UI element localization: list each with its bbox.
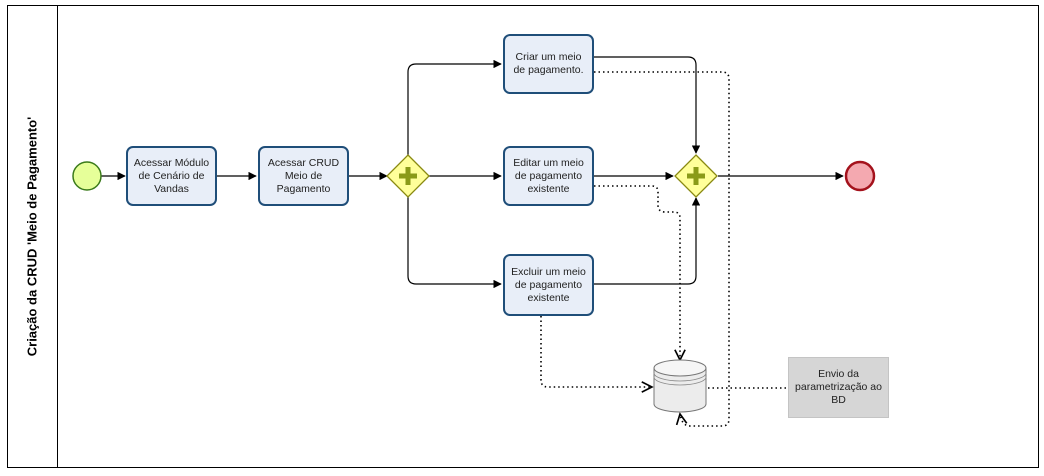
pool-frame [7,5,1039,468]
assoc-editar-to-db [594,185,680,360]
parallel-gateway-split[interactable] [386,154,430,198]
start-event[interactable] [72,161,102,191]
task-acessar-crud[interactable]: Acessar CRUD Meio de Pagamento [258,146,349,206]
task-acessar-modulo[interactable]: Acessar Módulo de Cenário de Vandas [126,146,217,206]
sequence-flows [101,56,844,289]
annotation-envio-bd: Envio da parametrização ao BD [788,357,889,418]
plus-icon-vertical [405,167,411,185]
plus-icon-vertical [693,167,699,185]
task-excluir[interactable]: Excluir um meio de pagamento existente [503,254,594,316]
task-criar[interactable]: Criar um meio de pagamento. [503,34,594,94]
flow-criar-to-join [594,56,701,154]
flow-gateway-to-criar [407,59,502,155]
flow-gateway-to-excluir [407,197,502,289]
assoc-excluir-to-db [540,316,652,387]
pool-header: Criação da CRUD 'Meio de Pagamento' [8,6,56,466]
end-event[interactable] [844,160,876,192]
task-editar[interactable]: Editar um meio de pagamento existente [503,146,594,206]
flow-excluir-to-join [594,197,701,285]
data-associations [540,71,788,427]
database-icon[interactable] [653,359,707,413]
pool-title: Criação da CRUD 'Meio de Pagamento' [24,116,40,356]
parallel-gateway-join[interactable] [674,154,718,198]
